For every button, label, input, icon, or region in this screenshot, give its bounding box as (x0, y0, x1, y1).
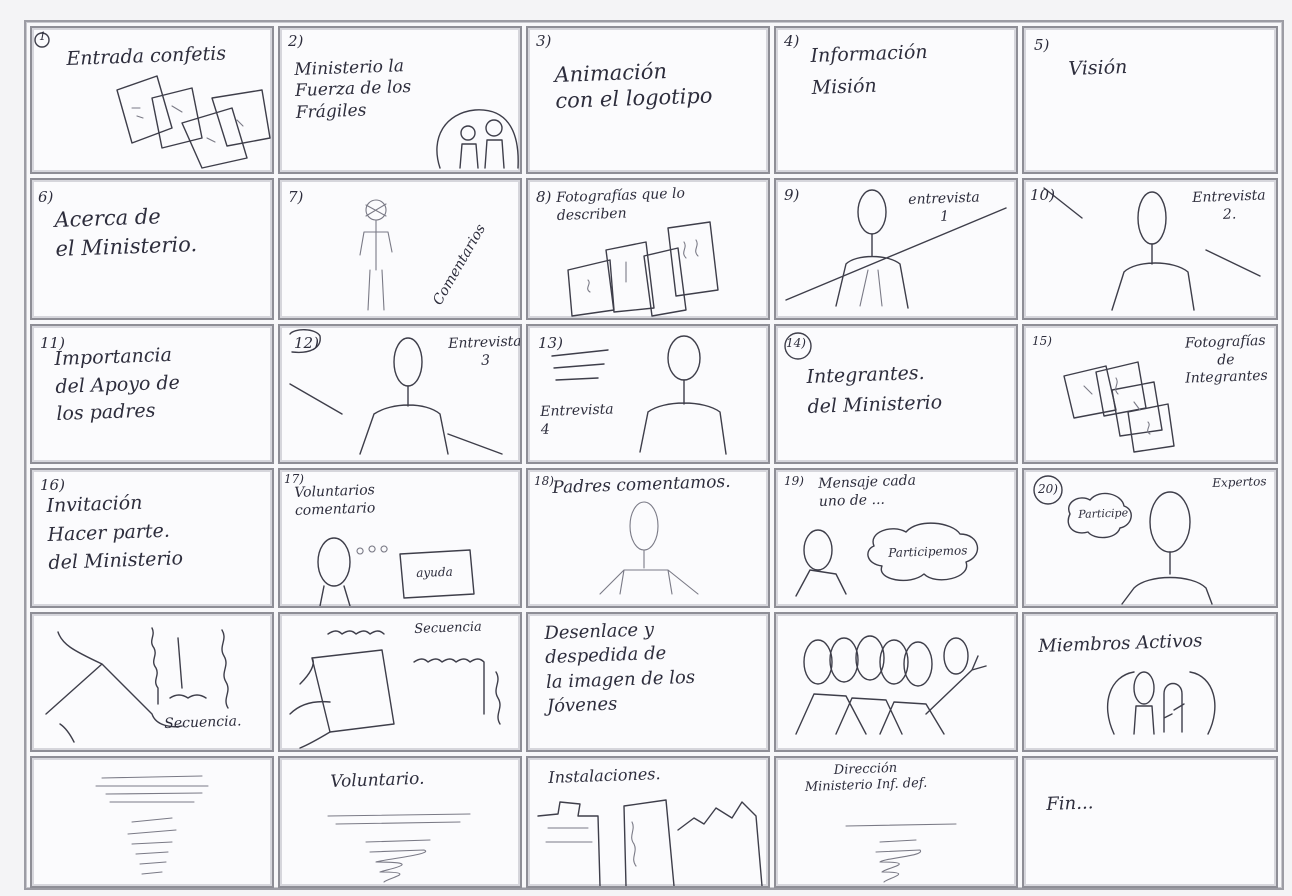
panel-15-number: 15) (1032, 334, 1052, 348)
storyboard-panel-25: Miembros Activos (1022, 612, 1278, 752)
panel-10-number: 10) (1030, 186, 1055, 204)
panel-17-bubble-text: ayuda (416, 565, 453, 581)
panel-6-number: 6) (38, 188, 53, 206)
panel-18-number: 18) (534, 474, 554, 488)
storyboard-panel-10: 10) Entrevista 2. (1022, 178, 1278, 320)
fade-lines-sketch (32, 758, 272, 886)
panel-12-number: 12) (294, 334, 319, 352)
storyboard-panel-28: Instalaciones. (526, 756, 770, 888)
panel-8-number: 8) (536, 188, 551, 206)
panel-23-caption: Desenlace y despedida de la imagen de lo… (544, 617, 696, 719)
panel-22-caption: Secuencia (414, 620, 482, 639)
standing-figure-sketch (280, 180, 520, 318)
panel-12-caption: Entrevista 3 (448, 333, 522, 371)
interviewee-sketch (776, 180, 1016, 318)
storyboard-panel-2: 2) Ministerio la Fuerza de los Frágiles (278, 26, 522, 174)
panel-20-caption: Expertos (1212, 474, 1267, 491)
panel-13-number: 13) (538, 334, 563, 352)
panel-2-caption: Ministerio la Fuerza de los Frágiles (294, 56, 412, 124)
panel-19-caption: Mensaje cada uno de ... (818, 473, 917, 511)
panel-15-caption: Fotografías de Integrantes (1174, 332, 1278, 388)
panel-1-number: 1 (39, 30, 46, 43)
storyboard-panel-13: 13) Entrevista 4 (526, 324, 770, 464)
storyboard-sheet: 1 Entrada confetis 2) Ministerio la Fuer… (24, 20, 1284, 890)
storyboard-panel-12: 12) Entrevista 3 (278, 324, 522, 464)
panel-3-caption: Animación con el logotipo (554, 57, 713, 115)
storyboard-panel-24 (774, 612, 1018, 752)
storyboard-panel-16: 16) Invitación Hacer parte. del Minister… (30, 468, 274, 608)
panel-10-caption: Entrevista 2. (1192, 187, 1267, 225)
storyboard-panel-27: Voluntario. (278, 756, 522, 888)
storyboard-panel-9: 9) entrevista 1 (774, 178, 1018, 320)
storyboard-panel-30: Fin... (1022, 756, 1278, 888)
panel-21-caption: Secuencia. (164, 713, 242, 733)
storyboard-panel-17: 17) Voluntarios comentario ayuda (278, 468, 522, 608)
storyboard-panel-6: 6) Acerca de el Ministerio. (30, 178, 274, 320)
panel-30-caption: Fin... (1046, 792, 1094, 816)
storyboard-panel-3: 3) Animación con el logotipo (526, 26, 770, 174)
panel-9-caption: entrevista 1 (908, 190, 981, 227)
panel-9-number: 9) (784, 186, 799, 204)
storyboard-panel-18: 18) Padres comentamos. (526, 468, 770, 608)
storyboard-panel-7: 7) Comentarios (278, 178, 522, 320)
panel-14-number: 14) (786, 336, 806, 350)
expert-with-bubble-sketch (1024, 470, 1276, 606)
panel-27-caption: Voluntario. (330, 769, 425, 794)
panel-28-caption: Instalaciones. (548, 764, 661, 788)
panel-6-caption: Acerca de el Ministerio. (54, 201, 198, 265)
storyboard-panel-5: 5) Visión (1022, 26, 1278, 174)
group-of-youth-sketch (776, 614, 1016, 750)
storyboard-panel-11: 11) Importancia del Apoyo de los padres (30, 324, 274, 464)
panel-3-number: 3) (536, 32, 551, 50)
panel-20-bubble-text: Participe (1078, 506, 1128, 521)
interviewee-sketch (528, 326, 768, 462)
storyboard-panel-20: 20) Expertos Participe (1022, 468, 1278, 608)
storyboard-panel-23: Desenlace y despedida de la imagen de lo… (526, 612, 770, 752)
storyboard-panel-21: Secuencia. (30, 612, 274, 752)
panel-5-caption: Visión (1068, 56, 1128, 82)
storyboard-panel-22: Secuencia (278, 612, 522, 752)
panel-13-caption: Entrevista 4 (540, 401, 615, 439)
panel-19-bubble-text: Participemos (888, 543, 968, 561)
panel-16-caption: Invitación Hacer parte. del Ministerio (46, 487, 184, 577)
panel-7-number: 7) (288, 188, 303, 206)
storyboard-panel-19: 19) Mensaje cada uno de ... Participemos (774, 468, 1018, 608)
panel-4-caption: Información Misión (810, 36, 929, 105)
storyboard-panel-29: Dirección Ministerio Inf. def. (774, 756, 1018, 888)
panel-17-caption: Voluntarios comentario (294, 481, 376, 520)
panel-5-number: 5) (1034, 36, 1049, 54)
storyboard-panel-14: 14) Integrantes. del Ministerio (774, 324, 1018, 464)
storyboard-panel-26 (30, 756, 274, 888)
panel-11-caption: Importancia del Apoyo de los padres (54, 342, 181, 429)
panel-20-number: 20) (1038, 482, 1058, 496)
storyboard-panel-15: 15) Fotografías de Integrantes (1022, 324, 1278, 464)
panel-2-number: 2) (288, 32, 303, 50)
sequence-sketch (280, 614, 520, 750)
panel-14-caption: Integrantes. del Ministerio (806, 357, 943, 422)
storyboard-panel-1: 1 Entrada confetis (30, 26, 274, 174)
storyboard-panel-4: 4) Información Misión (774, 26, 1018, 174)
storyboard-panel-8: 8) Fotografías que lo describen (526, 178, 770, 320)
panel-4-number: 4) (784, 32, 799, 50)
panel-19-number: 19) (784, 474, 804, 488)
panel-8-caption: Fotografías que lo describen (556, 186, 686, 225)
panel-29-caption: Dirección Ministerio Inf. def. (804, 760, 928, 797)
